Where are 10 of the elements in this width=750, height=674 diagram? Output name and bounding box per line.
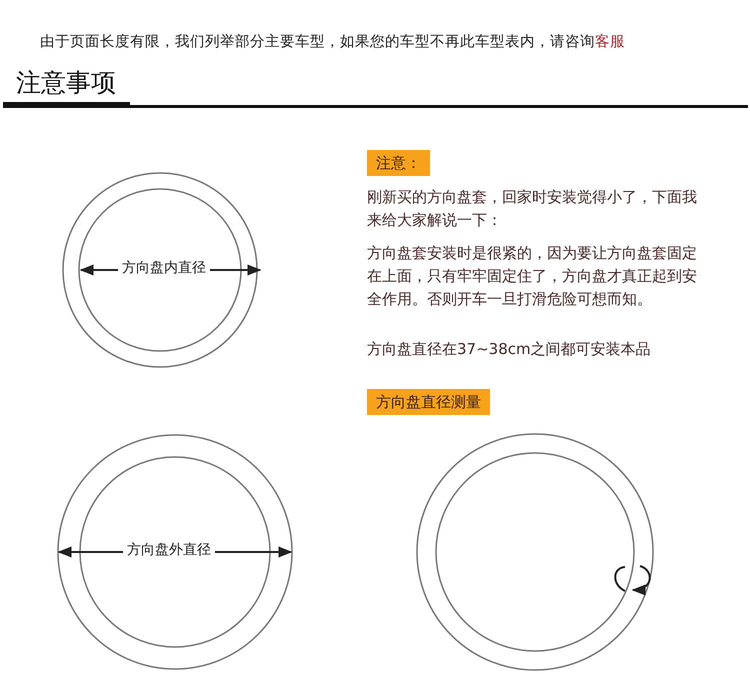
notice-sentence: 由于页面长度有限，我们列举部分主要车型，如果您的车型不再此车型表内，请咨询客服 bbox=[40, 32, 625, 51]
section-heading: 注意事项 bbox=[16, 67, 116, 99]
paragraph: 方向盘直径在37~38cm之间都可安装本品 bbox=[367, 339, 651, 360]
paragraph: 刚新买的方向盘套，回家时安装觉得小了，下面我来给大家解说一下： bbox=[367, 187, 698, 231]
dimension-label: 方向盘内直径 bbox=[118, 259, 210, 277]
paragraph: 方向盘套安装时是很紧的，因为要让方向盘套固定在上面，只有牢牢固定住了，方向盘才真正起到安全作用。否则开车一旦打滑危险可想而知。 bbox=[367, 243, 698, 310]
customer-service-link: 客服 bbox=[595, 34, 625, 50]
dimension-label: 方向盘外直径 bbox=[123, 541, 215, 559]
section-badge: 方向盘直径测量 bbox=[367, 389, 490, 415]
notice-badge: 注意： bbox=[367, 150, 430, 176]
